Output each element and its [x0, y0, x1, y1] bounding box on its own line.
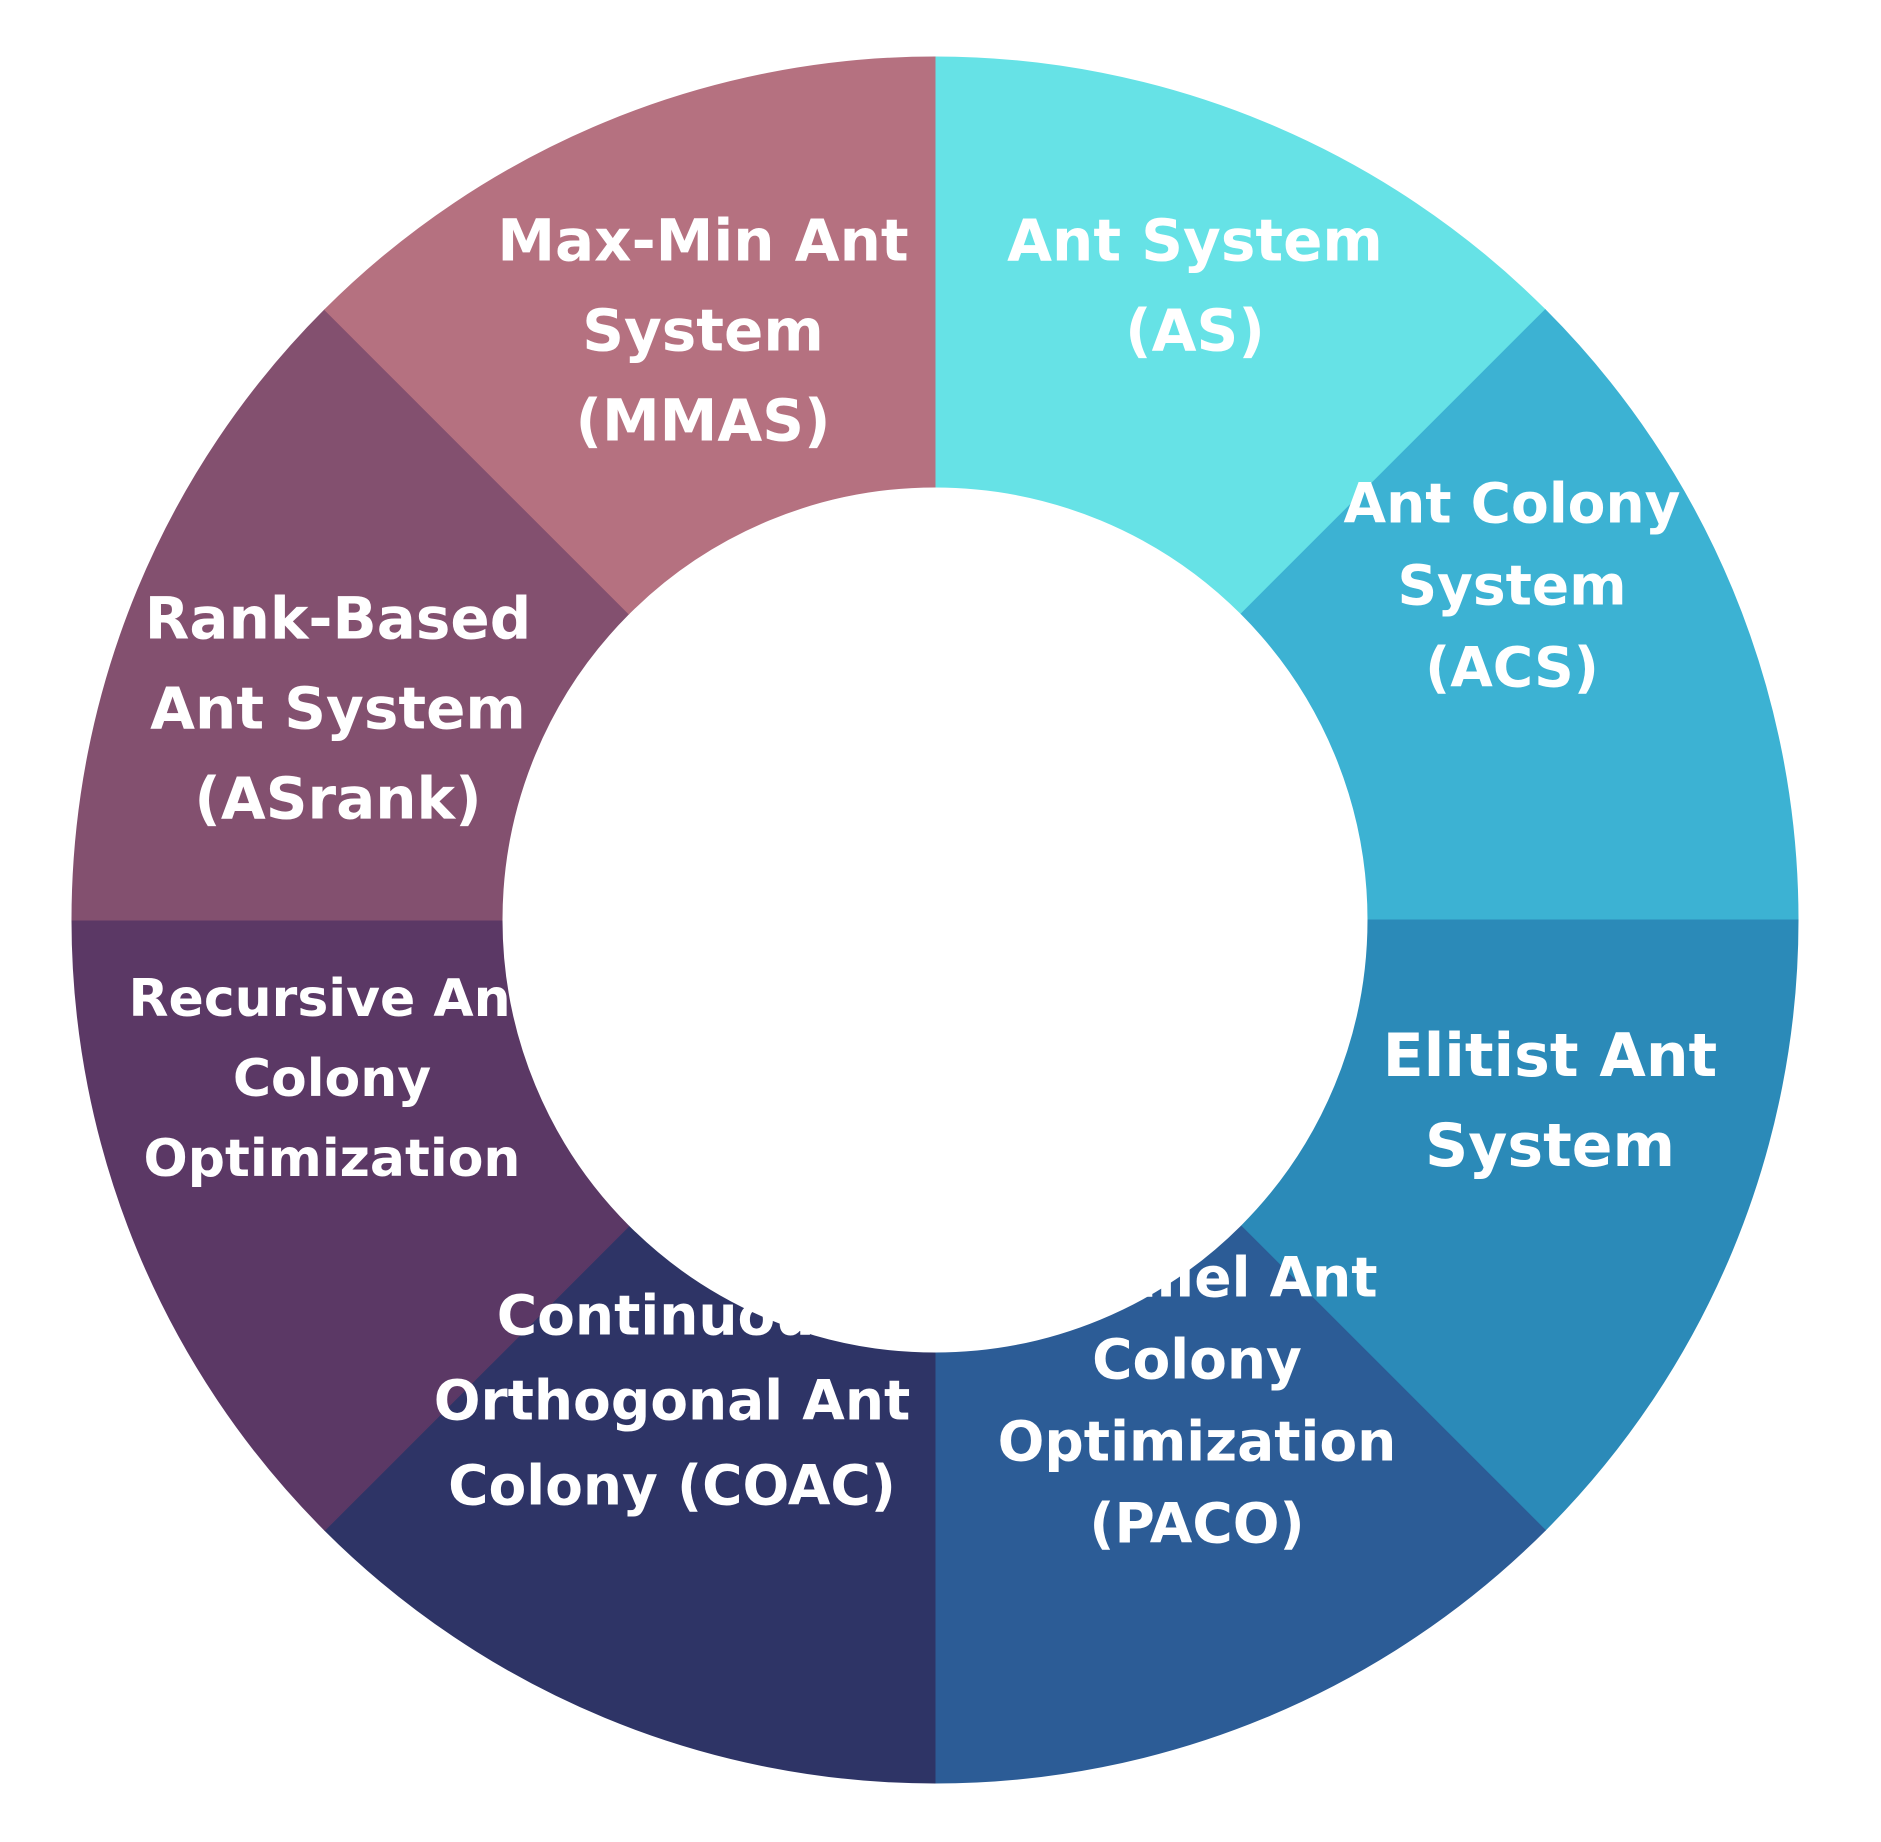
segment-label-line: Recursive Ant — [129, 969, 536, 1029]
segment-label-line: Elitist Ant — [1383, 1021, 1717, 1091]
ring-segment-paco — [934, 1225, 1546, 1784]
ring-segment-eas — [1240, 919, 1799, 1531]
segment-label-line: Parallel Ant — [1016, 1245, 1377, 1309]
segment-label-line: System — [1425, 1111, 1675, 1181]
segment-label-line: Optimization — [144, 1129, 521, 1189]
segment-label-line: System — [1397, 553, 1626, 617]
segment-label-line: (PACO) — [1089, 1491, 1304, 1555]
segment-label-line: Optimization — [998, 1409, 1397, 1473]
segment-label-line: Ant System — [150, 674, 526, 742]
ring-segment-mmas — [324, 56, 936, 615]
ring-segment-raco — [71, 919, 630, 1531]
segment-label-line: Colony — [233, 1049, 431, 1109]
ring-segment-asrank — [71, 309, 630, 921]
ring-segment-as — [934, 56, 1546, 615]
ring-segments — [71, 56, 1799, 1784]
segment-label-line: Orthogonal Ant — [434, 1368, 911, 1432]
segment-label-line: (ASrank) — [194, 764, 481, 832]
segment-label-line: Ant Colony — [1344, 471, 1681, 535]
segment-label-line: Max-Min Ant — [497, 206, 908, 274]
segment-label-line: Colony (COAC) — [448, 1453, 896, 1517]
segment-label-line: (MMAS) — [575, 386, 830, 454]
ring-segment-coac — [324, 1225, 936, 1784]
segment-label-line: Colony — [1092, 1327, 1302, 1391]
segment-label-line: (ACS) — [1425, 635, 1599, 699]
segment-label-line: Rank-Based — [145, 584, 531, 652]
ring-segment-acs — [1240, 309, 1799, 921]
segment-label-line: Ant System — [1007, 206, 1383, 274]
segment-label-line: Continuous — [497, 1283, 847, 1347]
segment-label-line: (AS) — [1125, 296, 1265, 364]
segment-label-line: System — [582, 296, 824, 364]
segment-label-as: Ant System (AS) — [1007, 206, 1383, 364]
